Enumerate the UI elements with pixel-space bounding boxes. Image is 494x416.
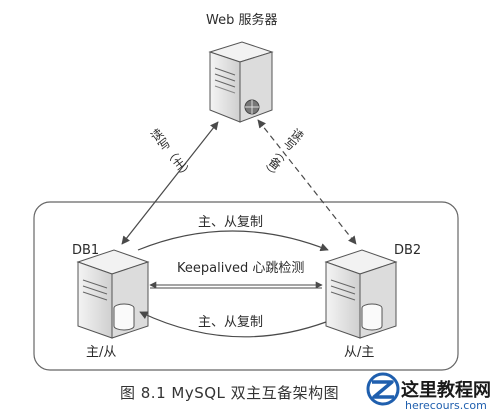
heartbeat-label: Keepalived 心跳检测: [177, 261, 305, 276]
replication-label-bottom: 主、从复制: [198, 315, 264, 330]
db2-server-icon: [324, 249, 398, 339]
db1-name: DB1: [72, 243, 100, 258]
db1-server-icon: [76, 249, 150, 339]
watermark-url: herecours.com: [405, 399, 487, 412]
web-server-icon: [208, 41, 274, 123]
replication-arrow-top: [137, 230, 329, 252]
figure-caption: 图 8.1 MySQL 双主互备架构图: [120, 384, 340, 402]
watermark-logo-icon: [366, 372, 400, 406]
watermark-title: 这里教程网: [401, 380, 491, 401]
replication-arrow-bottom: [139, 311, 327, 338]
cluster-boundary: [33, 201, 459, 371]
db2-role: 从/主: [344, 345, 375, 360]
db1-role: 主/从: [86, 345, 117, 360]
web-server-label: Web 服务器: [206, 13, 278, 28]
rw-master-link: [121, 121, 219, 245]
rw-backup-link: [257, 119, 357, 245]
db2-name: DB2: [394, 243, 422, 258]
replication-label-top: 主、从复制: [198, 215, 264, 230]
